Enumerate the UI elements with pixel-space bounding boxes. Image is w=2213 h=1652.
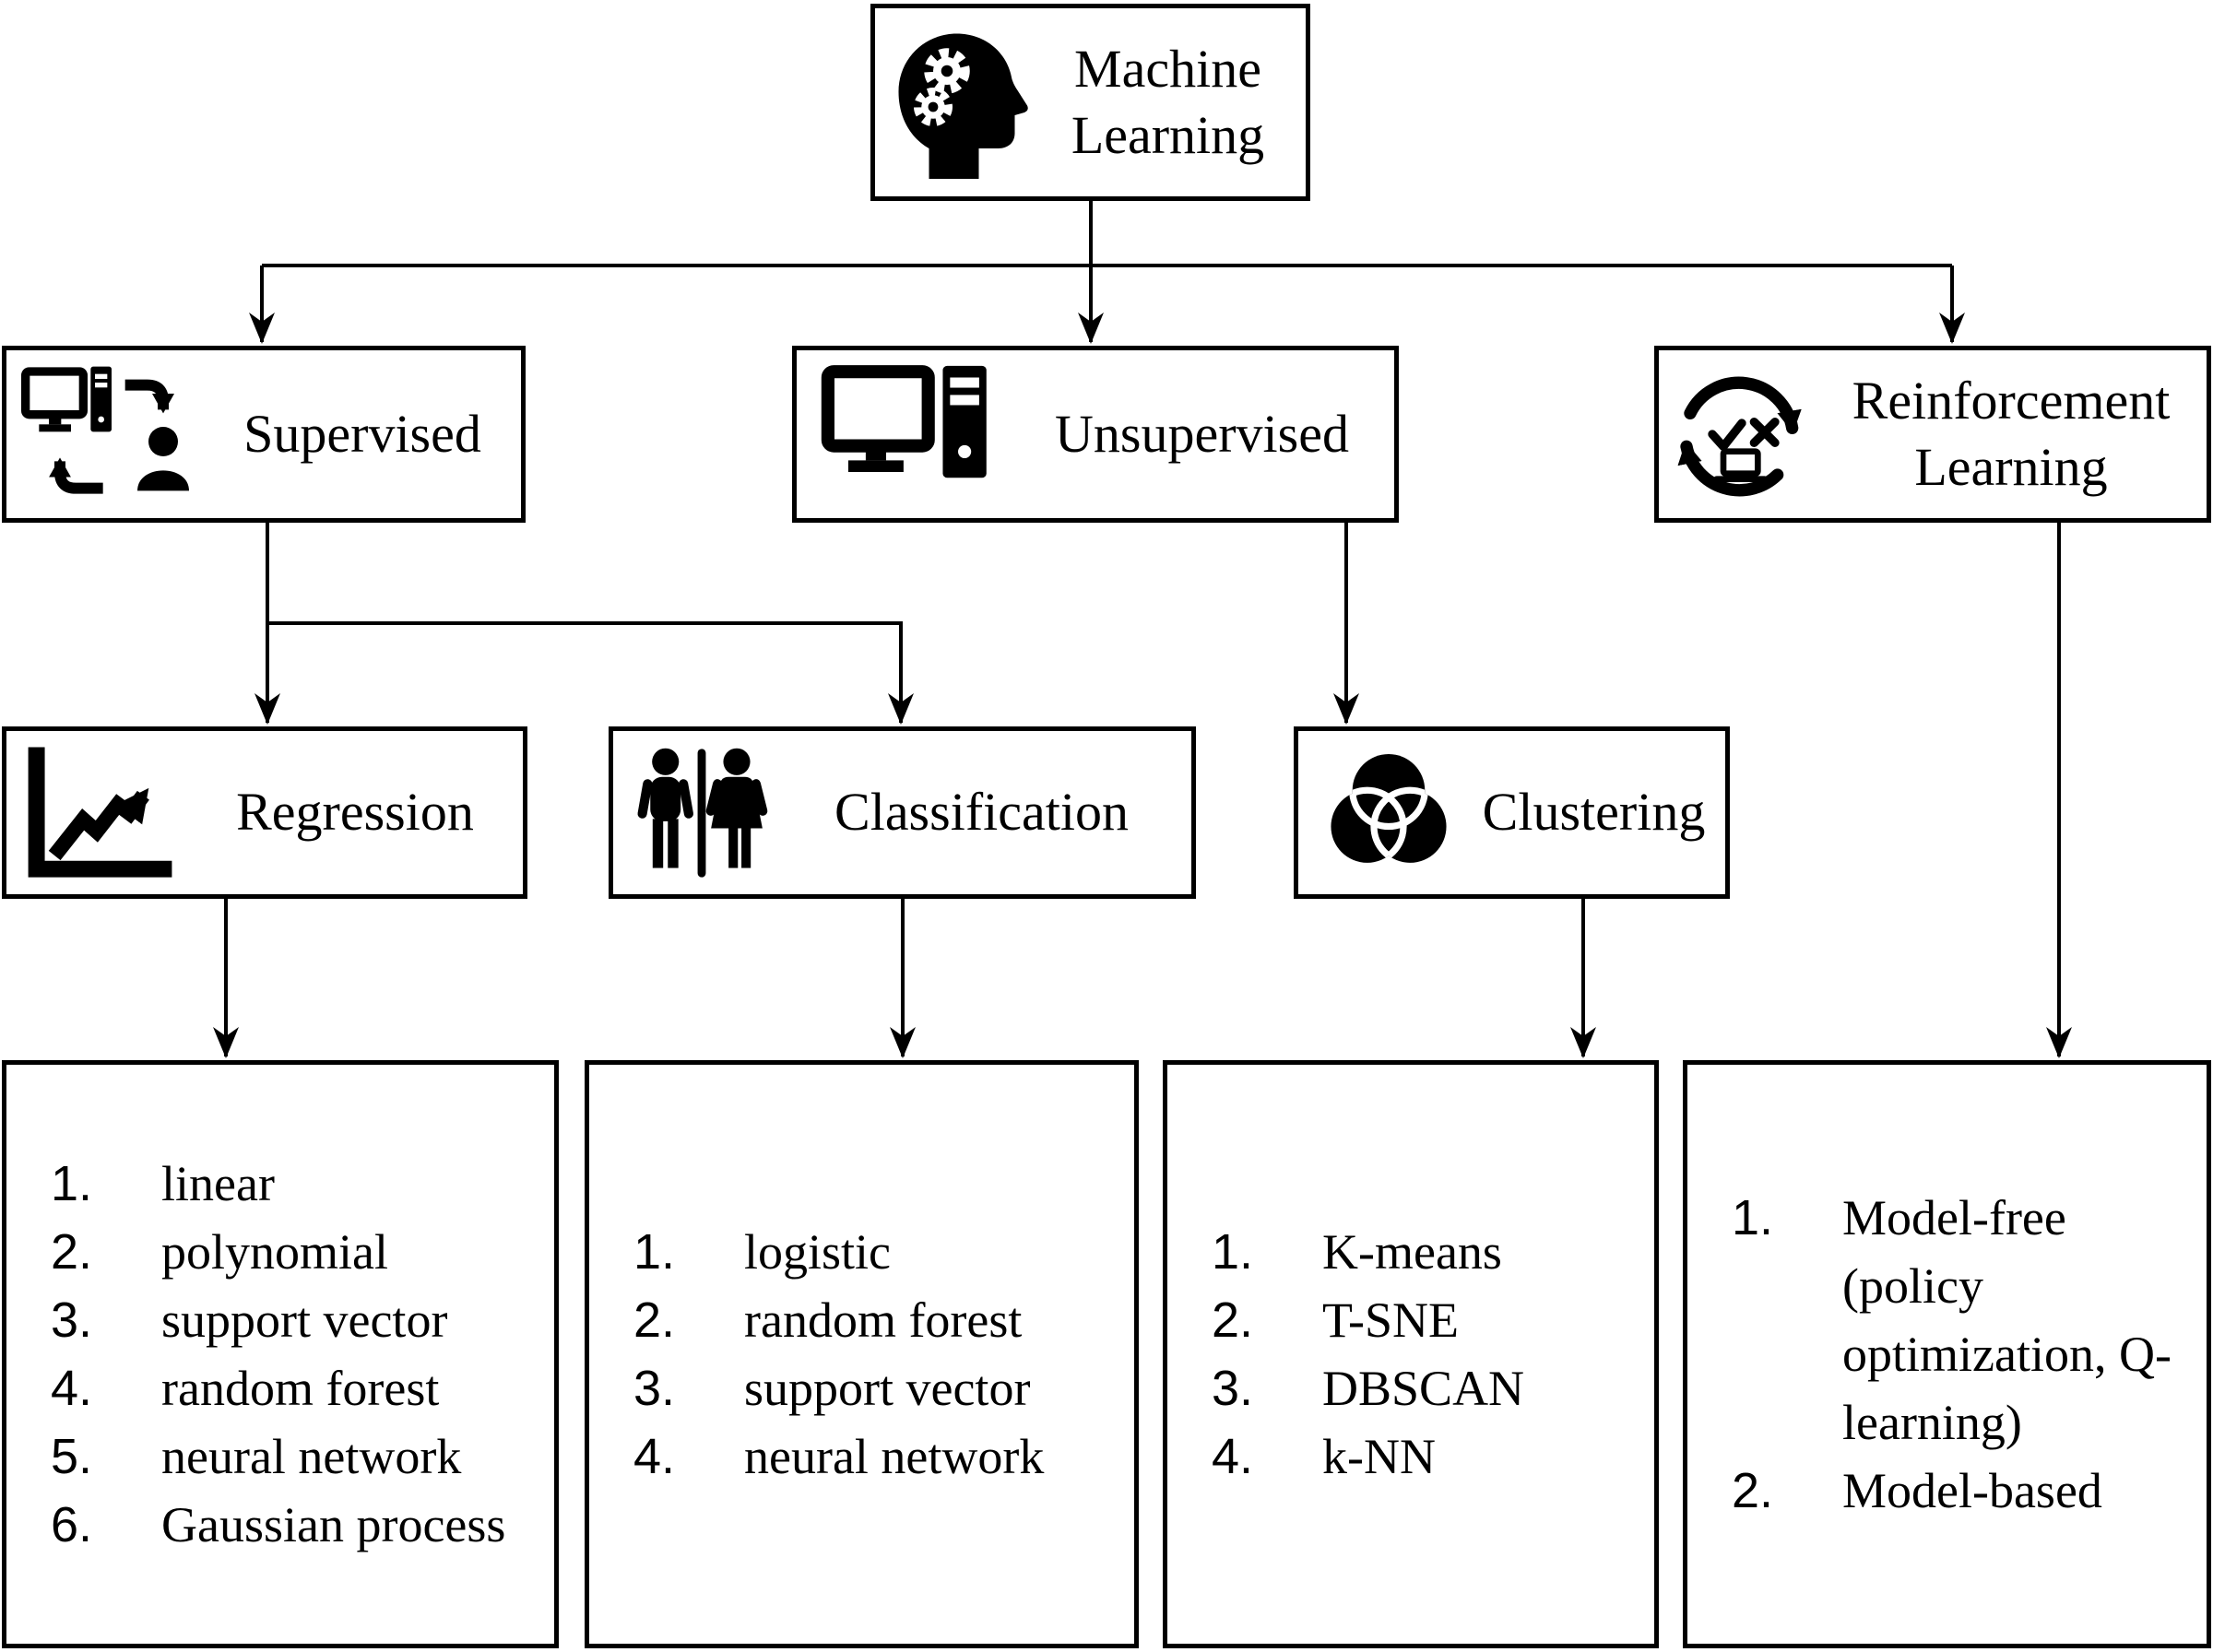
list-item-text: Model-based bbox=[1842, 1463, 2102, 1518]
list-item-text: Model-free (policy optimization, Q-learn… bbox=[1842, 1190, 2172, 1450]
list-item: 2. T-SNE bbox=[1212, 1286, 1645, 1354]
edge-supervised-classification bbox=[267, 621, 914, 725]
list-item-text: polynomial bbox=[161, 1224, 388, 1280]
classification-methods-box: 1. logistic 2. random forest 3. support vecto… bbox=[585, 1060, 1139, 1648]
trend-chart-icon bbox=[21, 741, 187, 884]
list-item: 4. random forest bbox=[51, 1354, 545, 1422]
node-label: Regression bbox=[236, 782, 474, 843]
cycle-check-cross-laptop-icon bbox=[1668, 360, 1816, 508]
list-item-text: logistic bbox=[744, 1224, 891, 1280]
list-item-number: 1. bbox=[633, 1224, 676, 1280]
list-item: 3. DBSCAN bbox=[1212, 1354, 1645, 1422]
list-item-number: 4. bbox=[1212, 1429, 1254, 1484]
list-item-number: 2. bbox=[1212, 1292, 1254, 1348]
computer-person-loop-icon bbox=[19, 360, 204, 508]
head-gears-icon bbox=[892, 27, 1030, 179]
list-item: 1. linear bbox=[51, 1150, 545, 1218]
list-item: 4. neural network bbox=[633, 1422, 1125, 1491]
list-item-text: neural network bbox=[161, 1429, 462, 1484]
list-item-text: support vector bbox=[161, 1292, 448, 1348]
classification-methods-list: 1. logistic 2. random forest 3. support vecto… bbox=[589, 1218, 1134, 1491]
list-item-text: linear bbox=[161, 1156, 275, 1211]
list-item-number: 4. bbox=[633, 1429, 676, 1484]
list-item-number: 2. bbox=[51, 1224, 93, 1280]
list-item-text: k-NN bbox=[1322, 1429, 1436, 1484]
list-item-text: support vector bbox=[744, 1361, 1031, 1416]
node-regression: Regression bbox=[2, 726, 527, 899]
list-item-number: 1. bbox=[1212, 1224, 1254, 1280]
node-label: Reinforcement Learning bbox=[1852, 370, 2171, 498]
list-item: 4. k-NN bbox=[1212, 1422, 1645, 1491]
clustering-methods-box: 1. K-means 2. T-SNE 3. DBSCAN 4. k-NN bbox=[1163, 1060, 1659, 1648]
list-item-text: T-SNE bbox=[1322, 1292, 1460, 1348]
list-item-text: K-means bbox=[1322, 1224, 1502, 1280]
list-item: 2. Model-based bbox=[1732, 1457, 2197, 1525]
node-unsupervised: Unsupervised bbox=[792, 346, 1399, 523]
list-item-number: 3. bbox=[51, 1292, 93, 1348]
desktop-computer-icon bbox=[821, 361, 1010, 507]
venn-circles-icon bbox=[1315, 746, 1462, 880]
list-item: 1. logistic bbox=[633, 1218, 1125, 1286]
list-item-number: 1. bbox=[51, 1156, 93, 1211]
reinforcement-methods-list: 1. Model-free (policy optimization, Q-lea… bbox=[1687, 1184, 2207, 1525]
node-clustering: Clustering bbox=[1294, 726, 1730, 899]
list-item-text: Gaussian process bbox=[161, 1497, 506, 1552]
node-label: Classification bbox=[834, 782, 1129, 843]
node-machine-learning: Machine Learning bbox=[870, 4, 1310, 201]
list-item-text: DBSCAN bbox=[1322, 1361, 1525, 1416]
regression-methods-list: 1. linear 2. polynomial 3. support vector 4. ra… bbox=[6, 1150, 554, 1559]
list-item: 1. Model-free (policy optimization, Q-lea… bbox=[1732, 1184, 2197, 1457]
node-label: Machine Learning bbox=[1071, 38, 1265, 166]
node-label: Clustering bbox=[1482, 782, 1706, 843]
reinforcement-methods-box: 1. Model-free (policy optimization, Q-lea… bbox=[1683, 1060, 2211, 1648]
node-label: Supervised bbox=[243, 403, 481, 464]
node-label: Unsupervised bbox=[1055, 403, 1349, 464]
list-item-number: 3. bbox=[633, 1361, 676, 1416]
node-supervised: Supervised bbox=[2, 346, 526, 523]
list-item: 3. support vector bbox=[633, 1354, 1125, 1422]
list-item-text: random forest bbox=[161, 1361, 440, 1416]
list-item-number: 2. bbox=[633, 1292, 676, 1348]
list-item-number: 5. bbox=[51, 1429, 93, 1484]
list-item: 5. neural network bbox=[51, 1422, 545, 1491]
node-reinforcement-learning: Reinforcement Learning bbox=[1654, 346, 2211, 523]
list-item: 1. K-means bbox=[1212, 1218, 1645, 1286]
man-woman-icon bbox=[632, 743, 772, 883]
list-item: 3. support vector bbox=[51, 1286, 545, 1354]
list-item: 2. random forest bbox=[633, 1286, 1125, 1354]
regression-methods-box: 1. linear 2. polynomial 3. support vector 4. ra… bbox=[2, 1060, 559, 1648]
list-item-number: 3. bbox=[1212, 1361, 1254, 1416]
clustering-methods-list: 1. K-means 2. T-SNE 3. DBSCAN 4. k-NN bbox=[1167, 1218, 1654, 1491]
list-item-text: neural network bbox=[744, 1429, 1045, 1484]
list-item: 2. polynomial bbox=[51, 1218, 545, 1286]
list-item-number: 4. bbox=[51, 1361, 93, 1416]
list-item-number: 1. bbox=[1732, 1190, 1774, 1245]
list-item: 6. Gaussian process bbox=[51, 1491, 545, 1559]
node-classification: Classification bbox=[609, 726, 1196, 899]
list-item-text: random forest bbox=[744, 1292, 1023, 1348]
list-item-number: 6. bbox=[51, 1497, 93, 1552]
list-item-number: 2. bbox=[1732, 1463, 1774, 1518]
